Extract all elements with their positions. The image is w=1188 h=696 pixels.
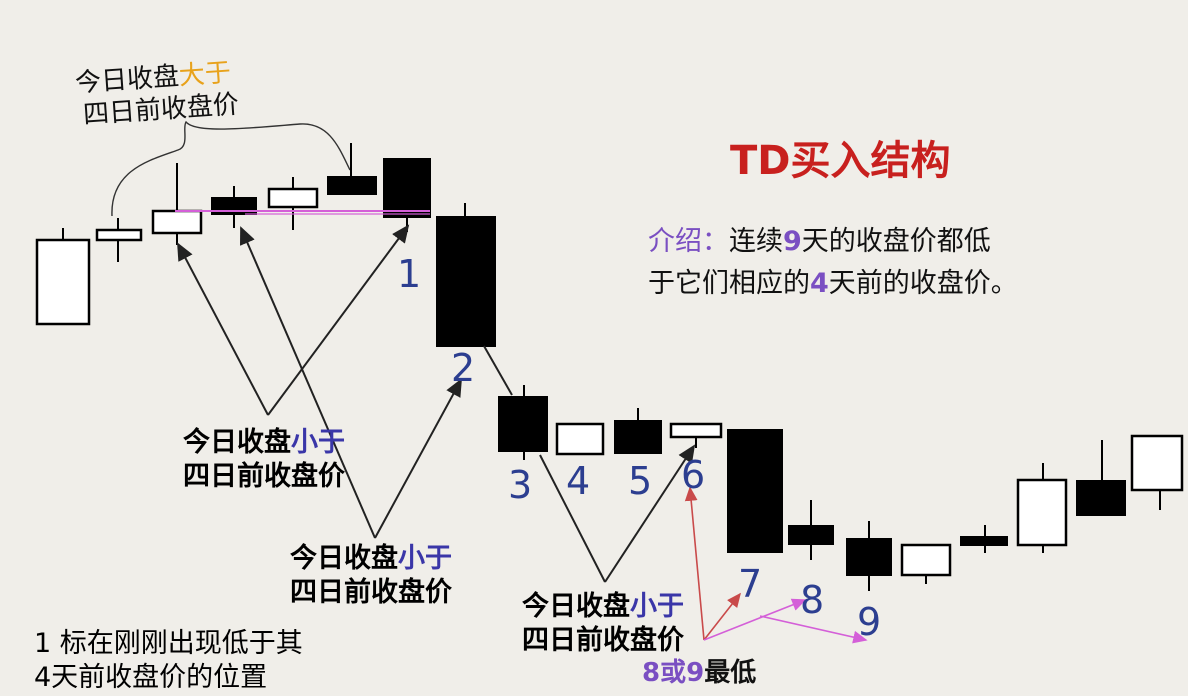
candle-6 — [327, 143, 377, 195]
intro-n9: 9 — [783, 226, 802, 257]
candle-4 — [211, 186, 257, 228]
lowest-note: 8或9最低 — [642, 652, 756, 689]
candle-10 — [555, 422, 605, 456]
label-a-l2: 四日前收盘价 — [183, 461, 345, 492]
intro-line1-rest: 天的收盘价都低 — [801, 226, 991, 257]
comparison-lines — [175, 210, 430, 215]
top-note-bracket — [111, 120, 351, 217]
intro-line1: 连续 — [729, 226, 783, 257]
intro-n4: 4 — [810, 268, 829, 299]
lowest-suffix: 最低 — [704, 658, 757, 688]
label-c-l1b: 小于 — [630, 591, 684, 622]
candle-20 — [1130, 434, 1184, 510]
candle-11 — [614, 408, 662, 454]
label-b-l2: 四日前收盘价 — [290, 577, 452, 608]
count-8: 8 — [800, 578, 825, 622]
count-4: 4 — [566, 459, 591, 503]
lowest-prefix: 8或9 — [642, 658, 705, 688]
count-5: 5 — [628, 459, 653, 503]
candle-14 — [788, 500, 834, 560]
label-c: 今日收盘小于 四日前收盘价 — [522, 590, 684, 658]
candle-3 — [151, 163, 203, 245]
candle-15 — [846, 521, 892, 591]
candle-16 — [900, 543, 952, 584]
label-a: 今日收盘小于 四日前收盘价 — [183, 426, 345, 494]
label-arrows — [177, 224, 696, 583]
count-7: 7 — [738, 562, 763, 606]
top-note: 今日收盘大于 四日前收盘价 — [74, 58, 240, 131]
intro-prefix: 介绍： — [648, 226, 729, 257]
candle-18 — [1016, 463, 1068, 553]
footnote-line2: 4天前收盘价的位置 — [34, 662, 268, 693]
label-c-l2: 四日前收盘价 — [522, 625, 684, 656]
page-title: TD买入结构 — [730, 138, 951, 184]
candle-19 — [1076, 440, 1126, 516]
label-b-l1a: 今日收盘 — [290, 543, 398, 574]
candle-13 — [727, 429, 783, 553]
candle-8 — [436, 203, 496, 347]
candle-9 — [498, 385, 548, 460]
count-9: 9 — [857, 600, 882, 644]
count-3: 3 — [508, 463, 533, 507]
footnote-line1: 1 标在刚刚出现低于其 — [34, 628, 303, 659]
candle-5 — [267, 177, 319, 230]
label-a-l1a: 今日收盘 — [183, 427, 291, 458]
count-1: 1 — [397, 252, 422, 296]
label-b: 今日收盘小于 四日前收盘价 — [290, 542, 452, 610]
candles — [35, 143, 1184, 591]
candle-12 — [669, 422, 723, 448]
label-a-l1b: 小于 — [291, 427, 345, 458]
candle-1 — [35, 228, 91, 326]
count-6: 6 — [681, 453, 706, 497]
intro-line2-rest: 天前的收盘价。 — [828, 268, 1018, 299]
lowest-arrows — [684, 486, 868, 644]
top-note-l1b: 大于 — [177, 57, 232, 92]
count-2: 2 — [451, 346, 476, 390]
candle-17 — [960, 525, 1008, 553]
candle-2 — [95, 218, 143, 262]
label-b-l1b: 小于 — [398, 543, 452, 574]
intro-text: 介绍：连续9天的收盘价都低 于它们相应的4天前的收盘价。 — [648, 221, 1018, 305]
candle-7 — [383, 158, 431, 232]
footnote: 1 标在刚刚出现低于其 4天前收盘价的位置 — [34, 627, 303, 695]
intro-line2: 于它们相应的 — [648, 268, 810, 299]
label-c-l1a: 今日收盘 — [522, 591, 630, 622]
